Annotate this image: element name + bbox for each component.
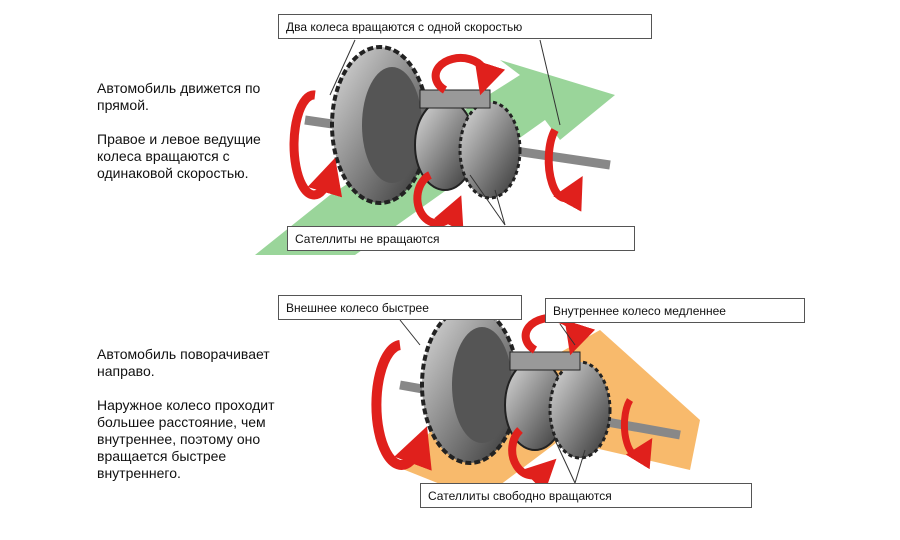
straight-desc-1: Автомобиль движется по прямой. bbox=[97, 80, 261, 113]
turning-desc-1: Автомобиль поворачивает направо. bbox=[97, 346, 270, 379]
turning-desc-2: Наружное колесо проходит большее расстоя… bbox=[97, 397, 275, 481]
straight-description: Автомобиль движется по прямой. Правое и … bbox=[97, 80, 277, 199]
label-same-speed: Два колеса вращаются с одной скоростью bbox=[278, 14, 652, 39]
turning-differential bbox=[371, 305, 681, 493]
label-satellites-still: Сателлиты не вращаются bbox=[287, 226, 635, 251]
turning-description: Автомобиль поворачивает направо. Наружно… bbox=[97, 346, 277, 499]
label-inner-slower: Внутреннее колесо медленнее bbox=[545, 298, 805, 323]
straight-differential bbox=[289, 39, 611, 232]
label-satellites-rotate: Сателлиты свободно вращаются bbox=[420, 483, 752, 508]
straight-desc-2: Правое и левое ведущие колеса вращаются … bbox=[97, 131, 261, 181]
label-outer-faster: Внешнее колесо быстрее bbox=[278, 295, 522, 320]
